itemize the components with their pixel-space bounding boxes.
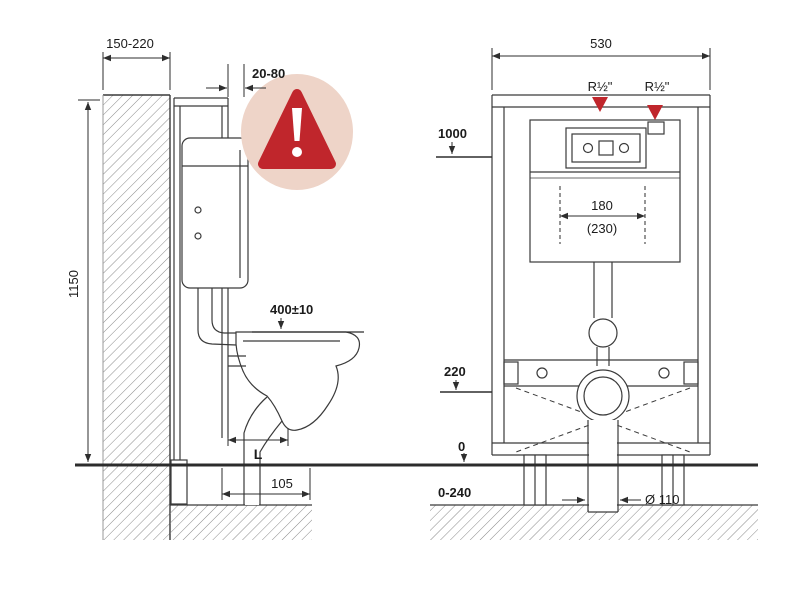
- wall-hatch: [102, 94, 171, 540]
- label-bowl-height: 400±10: [270, 302, 313, 317]
- dim-outlet-offset: [221, 468, 311, 500]
- drain-front: [576, 369, 630, 513]
- label-water-left: R½": [588, 79, 613, 94]
- label-fixing-spacing-alt: (230): [587, 221, 617, 236]
- ground-hatch-left: [170, 504, 312, 540]
- labels: 150-220 1150 20-80 400±10 L 105 530 1000…: [66, 36, 679, 507]
- dim-actuator-height: [436, 142, 492, 158]
- warning-exclamation-bar: [292, 108, 302, 141]
- side-view: [170, 97, 361, 505]
- label-outlet-height: 220: [444, 364, 466, 379]
- frame-feet: [523, 454, 685, 506]
- water-connection-right-icon: [647, 105, 663, 120]
- dim-length: [227, 428, 289, 446]
- frame-front: [491, 94, 711, 456]
- label-outlet-offset: 105: [271, 476, 293, 491]
- dim-outlet-height: [440, 380, 492, 393]
- label-actuator-height: 1000: [438, 126, 467, 141]
- dim-frame-offset: [206, 64, 266, 97]
- flush-pipe-front: [588, 262, 618, 366]
- label-width: 530: [590, 36, 612, 51]
- water-connection-left-icon: [592, 97, 608, 112]
- label-foot-adjust: 0-240: [438, 485, 471, 500]
- label-drain-diameter: Ø 110: [645, 492, 679, 507]
- water-connections: [592, 97, 663, 120]
- dim-width: [491, 48, 711, 90]
- dim-total-height: [78, 99, 100, 462]
- label-total-height: 1150: [66, 270, 81, 298]
- label-water-right: R½": [645, 79, 670, 94]
- dim-bowl-height: [252, 318, 364, 333]
- dim-fixing-spacing: [559, 186, 646, 244]
- label-frame-offset: 20-80: [252, 66, 285, 81]
- label-wall-thickness: 150-220: [106, 36, 154, 51]
- warning-exclamation-dot: [292, 147, 302, 157]
- label-fixing-spacing: 180: [591, 198, 613, 213]
- toilet-bowl: [228, 331, 361, 431]
- label-floor-level: 0: [458, 439, 465, 454]
- front-view: [491, 94, 711, 513]
- flush-pipe-side: [197, 288, 237, 346]
- label-length: L: [254, 446, 263, 462]
- flush-mechanism: [565, 127, 647, 169]
- warning-badge: [241, 74, 353, 190]
- cistern-side: [181, 137, 249, 289]
- dim-wall-thickness: [102, 52, 171, 90]
